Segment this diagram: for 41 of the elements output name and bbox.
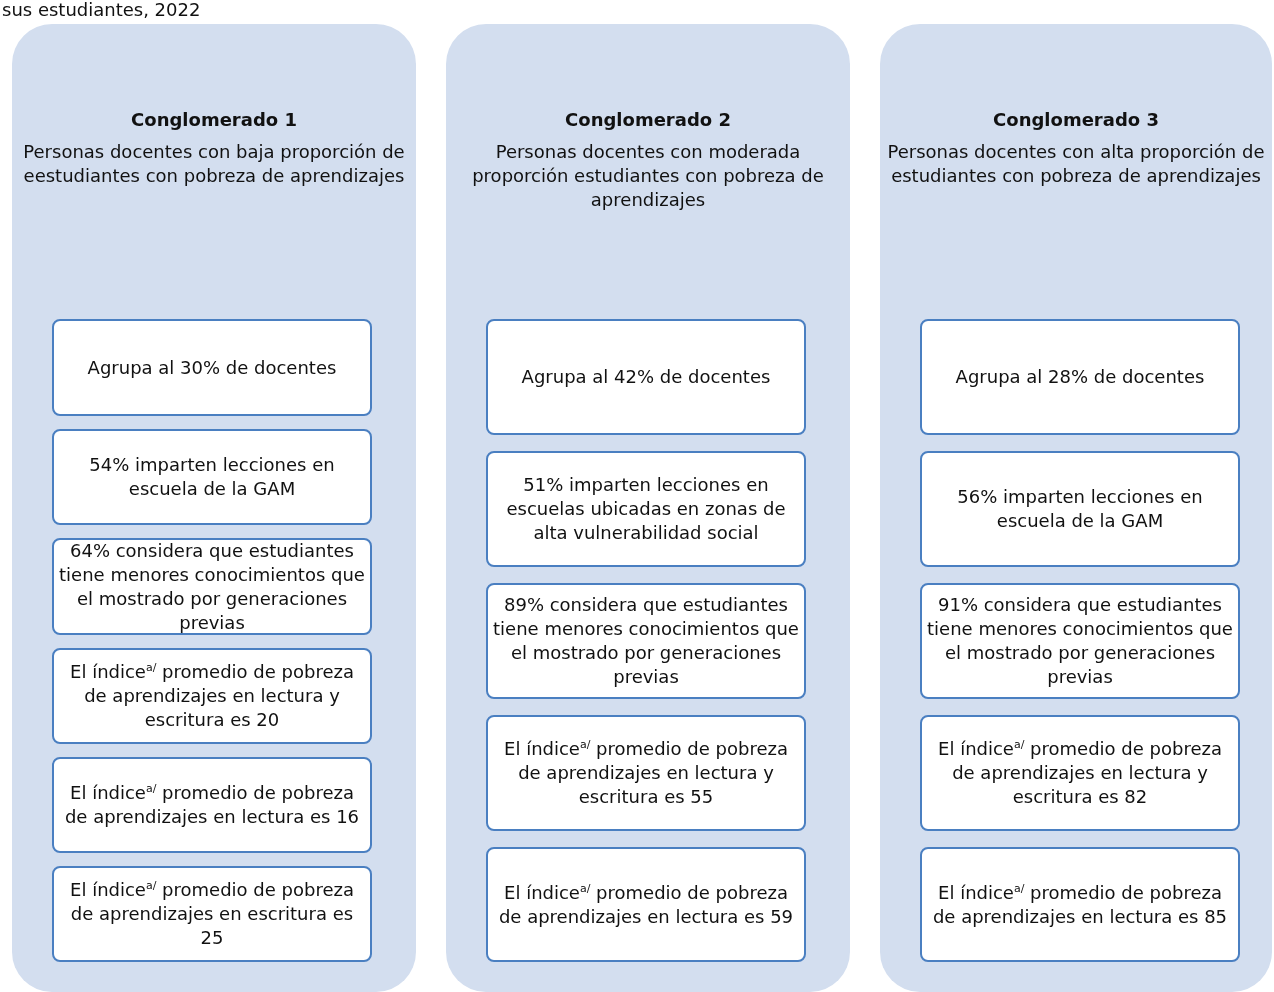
info-box: [52, 429, 372, 525]
box-text: 56% imparten lecciones en escuela de la GAM: [956, 485, 1204, 533]
box-text: El índice$^{a/}$ promedio de pobreza de aprendizajes en lectura es 16: [63, 781, 361, 829]
box-text: Agrupa al 42% de docentes: [520, 365, 772, 389]
box-text: Agrupa al 30% de docentes: [86, 355, 338, 380]
box-text: Agrupa al 28% de docentes: [954, 365, 1206, 389]
info-box: [920, 715, 1240, 831]
info-box: [486, 583, 806, 699]
box-text: El índice$^{a/}$ promedio de pobreza de aprendizajes en lectura y escritura es 82: [937, 737, 1223, 809]
info-box: [920, 847, 1240, 962]
panel-description: Personas docentes con moderada proporción estudiantes con pobreza de aprendizajes: [471, 140, 825, 212]
cluster-panel: [12, 24, 416, 992]
info-box: [52, 319, 372, 416]
box-text: 91% considera que estudiantes tiene menores conocimientos que el mostrado por generaciones previas: [926, 593, 1234, 689]
info-box: [52, 757, 372, 853]
box-text: 54% imparten lecciones en escuela de la GAM: [88, 453, 336, 501]
info-box: [920, 583, 1240, 699]
cluster-panel: [880, 24, 1272, 992]
panel-heading: Conglomerado 1: [130, 108, 298, 132]
box-text: El índice$^{a/}$ promedio de pobreza de aprendizajes en lectura es 59: [497, 880, 795, 929]
box-text: El índice$^{a/}$ promedio de pobreza de aprendizajes en lectura y escritura es 20: [69, 660, 355, 732]
box-text: 64% considera que estudiantes tiene menores conocimientos que el mostrado por generaciones previas: [58, 538, 366, 635]
info-box: [52, 648, 372, 744]
box-text: El índice$^{a/}$ promedio de pobreza de aprendizajes en lectura y escritura es 55: [503, 737, 789, 809]
title: sus estudiantes, 2022: [2, 0, 201, 20]
panel-description: Personas docentes con baja proporción de eestudiantes con pobreza de aprendizajes: [22, 140, 406, 188]
info-box: [486, 847, 806, 962]
box-text: 51% imparten lecciones en escuelas ubicadas en zonas de alta vulnerabilidad social: [505, 473, 787, 545]
box-text: El índice$^{a/}$ promedio de pobreza de aprendizajes en escritura es 25: [69, 878, 355, 950]
panel-description: Personas docentes con alta proporción de estudiantes con pobreza de aprendizajes: [886, 140, 1266, 188]
box-text: 89% considera que estudiantes tiene menores conocimientos que el mostrado por generaciones previas: [492, 593, 800, 689]
info-box: [486, 715, 806, 831]
info-box: [52, 866, 372, 962]
info-box: [486, 319, 806, 435]
info-box: [920, 451, 1240, 567]
panel-heading: Conglomerado 2: [564, 108, 732, 132]
panel-heading: Conglomerado 3: [992, 108, 1160, 132]
box-text: El índice$^{a/}$ promedio de pobreza de aprendizajes en lectura es 85: [931, 880, 1229, 929]
info-box: [486, 451, 806, 567]
info-box: [920, 319, 1240, 435]
cluster-panel: [446, 24, 850, 992]
